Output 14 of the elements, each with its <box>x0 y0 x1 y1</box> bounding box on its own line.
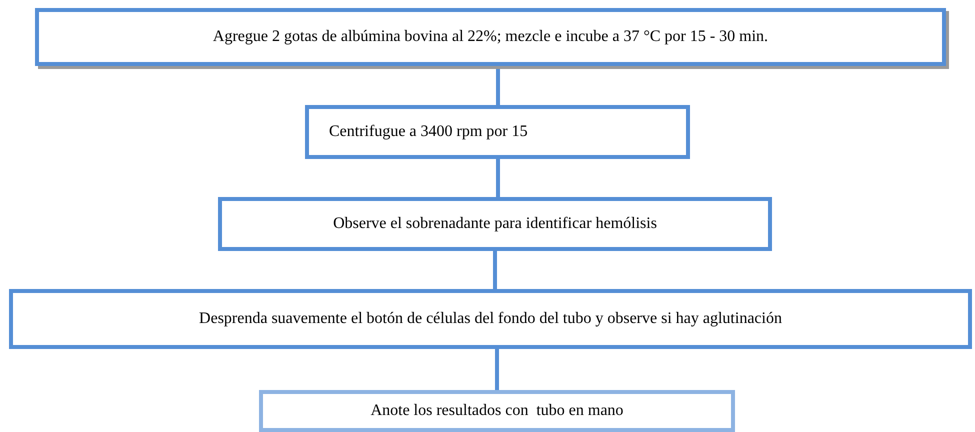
process-box <box>9 289 972 349</box>
process-box <box>218 197 772 251</box>
connector-line <box>493 251 497 289</box>
process-box <box>259 390 735 432</box>
connector-line <box>496 159 500 197</box>
process-box <box>305 105 690 159</box>
process-box <box>35 8 946 66</box>
step-text: Observe el sobrenadante para identificar hemólisis <box>333 215 657 233</box>
step-text: Desprenda suavemente el botón de células del fondo del tubo y observe si hay aglutinación <box>199 310 782 328</box>
connector-line <box>495 349 499 390</box>
step-text: Anote los resultados con tubo en mano <box>370 402 624 420</box>
step-text: Centrifugue a 3400 rpm por 15 <box>329 123 528 141</box>
step-text: Agregue 2 gotas de albúmina bovina al 22%; mezcle e incube a 37 °C por 15 - 30 min. <box>212 28 768 46</box>
connector-line <box>496 66 500 105</box>
